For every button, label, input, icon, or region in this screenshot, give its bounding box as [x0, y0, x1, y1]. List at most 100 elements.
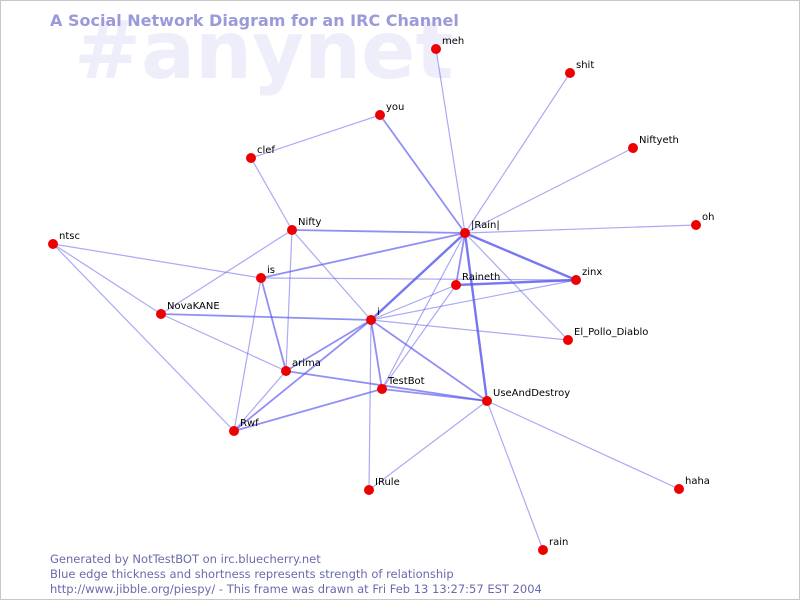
edge-ntsc-is	[52, 243, 262, 279]
node-dot	[364, 485, 374, 495]
node-label: rain	[549, 537, 568, 548]
node-dot	[451, 280, 461, 290]
footer-generated-by: Generated by NotTestBOT on irc.bluecherr…	[50, 552, 321, 566]
node-Niftyeth: Niftyeth	[628, 135, 679, 153]
node-haha: haha	[674, 476, 710, 494]
node-Nifty: Nifty	[287, 217, 322, 235]
node-you: you	[375, 102, 404, 120]
node-label: i	[377, 307, 380, 318]
node-dot	[538, 545, 548, 555]
edge-Rain-i	[370, 232, 466, 321]
edge-Raineth-i	[370, 284, 457, 321]
edge-i-El_Pollo_Diablo	[370, 319, 569, 341]
node-UseAndDestroy: UseAndDestroy	[482, 388, 570, 406]
node-label: |Rain|	[471, 220, 500, 231]
edge-Rain-shit	[464, 72, 571, 234]
edge-Nifty-arima	[285, 229, 293, 372]
node-Rain: |Rain|	[460, 220, 500, 238]
node-is: is	[256, 265, 275, 283]
edge-ntsc-Rwf	[52, 243, 235, 432]
node-label: shit	[576, 60, 594, 71]
node-dot	[628, 143, 638, 153]
footer-edge-legend: Blue edge thickness and shortness repres…	[50, 567, 454, 581]
node-label: Raineth	[462, 272, 500, 283]
node-label: UseAndDestroy	[493, 388, 570, 399]
node-Raineth: Raineth	[451, 272, 500, 290]
node-label: you	[386, 102, 404, 113]
node-Rwf: Rwf	[229, 418, 259, 436]
node-dot	[375, 110, 385, 120]
node-dot	[674, 484, 684, 494]
edge-i-TestBot	[370, 319, 383, 390]
edge-i-arima	[285, 319, 372, 372]
edge-is-Rwf	[233, 277, 262, 432]
node-oh: oh	[691, 212, 714, 230]
edge-Rain-El_Pollo_Diablo	[464, 232, 569, 341]
edge-Nifty-NovaKANE	[160, 229, 293, 315]
node-NovaKANE: NovaKANE	[156, 301, 220, 319]
edge-UseAndDestroy-haha	[486, 400, 680, 490]
edge-arima-UseAndDestroy	[285, 370, 488, 402]
edge-Rain-Nifty	[291, 229, 466, 234]
edge-UseAndDestroy-rain	[486, 400, 544, 551]
edge-Rain-UseAndDestroy	[463, 232, 489, 402]
node-label: clef	[257, 145, 275, 156]
edge-Rain-oh	[464, 224, 697, 234]
node-dot	[460, 228, 470, 238]
node-clef: clef	[246, 145, 275, 163]
edge-Rain-you	[379, 114, 466, 234]
edge-Raineth-TestBot	[381, 284, 457, 390]
node-dot	[229, 426, 239, 436]
edge-layer	[52, 48, 697, 551]
edge-is-arima	[260, 277, 287, 372]
node-ntsc: ntsc	[48, 231, 80, 249]
node-dot	[156, 309, 166, 319]
node-dot	[691, 220, 701, 230]
footer-source-link: http://www.jibble.org/piespy/ - This fra…	[50, 582, 542, 596]
edge-clef-you	[250, 114, 381, 159]
node-TestBot: TestBot	[377, 376, 425, 394]
node-dot	[246, 153, 256, 163]
edge-NovaKANE-i	[160, 313, 372, 321]
edge-Rain-Niftyeth	[464, 147, 634, 234]
edge-Rain-Raineth	[455, 232, 466, 286]
node-dot	[48, 239, 58, 249]
node-label: TestBot	[387, 376, 425, 387]
node-rain: rain	[538, 537, 568, 555]
edge-Rain-is	[260, 232, 466, 279]
node-label: IRule	[375, 477, 400, 488]
node-label: Nifty	[298, 217, 322, 228]
footer-caption: Generated by NotTestBOT on irc.bluecherr…	[50, 552, 542, 597]
node-dot	[287, 225, 297, 235]
node-dot	[431, 44, 441, 54]
node-label: meh	[442, 36, 464, 47]
node-dot	[377, 384, 387, 394]
node-label: oh	[702, 212, 714, 223]
edge-Nifty-i	[291, 229, 372, 321]
edge-Rain-TestBot	[381, 232, 466, 390]
node-dot	[563, 335, 573, 345]
node-IRule: IRule	[364, 477, 400, 495]
node-label: zinx	[582, 267, 602, 278]
node-El_Pollo_Diablo: El_Pollo_Diablo	[563, 327, 648, 345]
diagram-title: A Social Network Diagram for an IRC Chan…	[50, 11, 459, 30]
node-label: ntsc	[59, 231, 80, 242]
edge-clef-Nifty	[250, 157, 293, 231]
node-dot	[565, 68, 575, 78]
edge-Rain-zinx	[464, 231, 577, 282]
node-dot	[571, 275, 581, 285]
node-zinx: zinx	[571, 267, 602, 285]
node-label: NovaKANE	[167, 301, 220, 312]
node-label: haha	[685, 476, 710, 487]
edge-NovaKANE-arima	[160, 313, 287, 372]
channel-watermark: #anynet	[74, 4, 454, 97]
edge-TestBot-UseAndDestroy	[381, 388, 488, 402]
edge-UseAndDestroy-IRule	[368, 400, 488, 491]
node-dot	[482, 396, 492, 406]
node-label: Niftyeth	[639, 135, 679, 146]
node-label: El_Pollo_Diablo	[574, 327, 648, 338]
node-dot	[366, 315, 376, 325]
node-dot	[281, 366, 291, 376]
node-arima: arima	[281, 358, 321, 376]
edge-is-zinx	[260, 277, 577, 281]
